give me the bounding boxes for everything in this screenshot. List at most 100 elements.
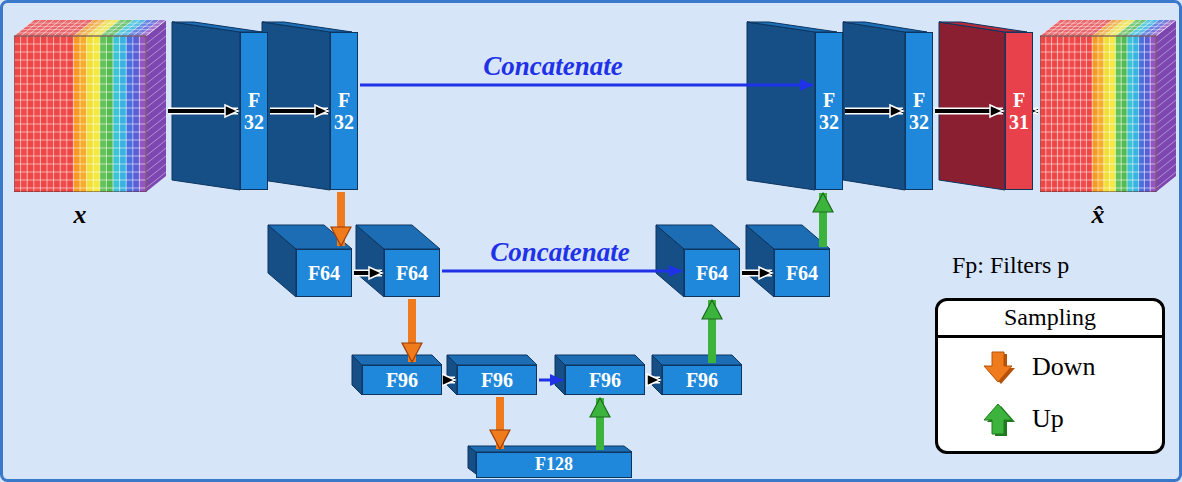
cube-grid: [1121, 20, 1141, 36]
cube-stripe: [60, 36, 67, 192]
cube-grid: [146, 60, 166, 76]
cube-grid: [86, 36, 87, 192]
cube-stripe: [87, 36, 94, 192]
cube-grid: [1063, 36, 1064, 192]
cube-grid: [1132, 36, 1133, 192]
box-top: [652, 355, 742, 365]
cube-grid: [1052, 20, 1072, 36]
conv-block: F32: [905, 32, 933, 190]
tensor-cube-drawing: [1040, 20, 1176, 192]
legend-divider: [938, 335, 1162, 338]
cube-grid: [1045, 36, 1046, 192]
tensor-label: x: [14, 201, 146, 230]
cube-stripe: [40, 36, 47, 192]
cube-grid: [146, 172, 166, 188]
conv-block: F64: [774, 249, 830, 297]
cube-grid: [1156, 68, 1176, 84]
cube-grid: [14, 172, 146, 173]
cube-grid: [33, 36, 34, 192]
flow-arrow: [354, 271, 382, 275]
cube-grid: [53, 36, 54, 192]
cube-stripe: [47, 36, 54, 192]
arrow-halo: [1035, 108, 1038, 115]
flow-arrow: [845, 109, 903, 113]
cube-grid: [14, 156, 146, 157]
cube-outline: [1040, 36, 1156, 192]
cube-stripe: [1057, 36, 1063, 192]
cube-grid: [1127, 36, 1128, 192]
cube-grid: [14, 92, 146, 93]
conv-block: F96: [662, 365, 742, 395]
cube-grid: [1144, 20, 1164, 36]
cube-grid: [26, 26, 158, 27]
cube-grid: [1156, 124, 1176, 140]
upsampling-arrow: [708, 300, 716, 363]
arrow-halo: [354, 270, 382, 277]
cube-grid: [146, 84, 166, 100]
box-side: [747, 22, 815, 190]
cube-grid: [1156, 108, 1176, 124]
cube-stripe: [1040, 36, 1046, 192]
arrow-halo: [935, 108, 1003, 115]
cube-grid: [1051, 36, 1052, 192]
cube-grid: [1057, 20, 1077, 36]
tensor-cube: x: [14, 20, 166, 230]
cube-grid: [139, 36, 140, 192]
edge-label: Concatenate: [490, 237, 630, 268]
filter-count: F32: [909, 89, 929, 133]
cube-stripe: [93, 36, 100, 192]
cube-grid: [1156, 148, 1176, 164]
cube-grid: [1074, 36, 1075, 192]
cube-grid: [1156, 140, 1176, 156]
conv-block: F32: [240, 32, 268, 190]
cube-grid: [1156, 116, 1176, 132]
icon-arrow: [984, 352, 1012, 382]
cube-grid: [1156, 84, 1176, 100]
cube-grid: [1081, 20, 1101, 36]
cube-grid: [1075, 20, 1095, 36]
cube-stripe: [1052, 36, 1058, 192]
cube-grid: [1156, 132, 1176, 148]
downsampling-arrow: [496, 397, 504, 449]
cube-grid: [146, 28, 166, 44]
cube-grid: [14, 124, 146, 125]
filter-count: F32: [244, 89, 264, 133]
cube-grid: [1040, 132, 1156, 133]
cube-grid: [146, 68, 166, 84]
cube-stripe: [34, 36, 41, 192]
cube-grid: [1040, 76, 1156, 77]
cube-grid: [1048, 29, 1164, 30]
cube-grid: [1133, 20, 1153, 36]
cube-grid: [1144, 36, 1145, 192]
cube-grid: [1040, 188, 1156, 189]
cube-stripe: [1081, 36, 1087, 192]
filter-count: F64: [396, 262, 428, 284]
edge-label: Concatenate: [483, 51, 623, 82]
box-side: [262, 22, 330, 190]
cube-grid: [1040, 44, 1156, 45]
cube-grid: [14, 52, 146, 53]
upsampling-arrow: [819, 193, 827, 247]
cube-grid: [1052, 26, 1168, 27]
flow-arrow: [168, 109, 238, 113]
box-top: [555, 355, 645, 365]
tensor-cube-drawing: [14, 20, 166, 192]
filter-count: F64: [696, 262, 728, 284]
cube-grid: [14, 180, 146, 181]
box-top: [447, 355, 537, 365]
filter-count: F31: [1009, 89, 1029, 133]
legend-box: SamplingDownUp: [935, 298, 1165, 454]
downsampling-arrow: [337, 192, 345, 246]
cube-grid: [1098, 36, 1099, 192]
cube-grid: [146, 108, 166, 124]
tensor-label: x̂: [1040, 201, 1156, 230]
cube-grid: [14, 148, 146, 149]
downsampling-arrow: [408, 299, 416, 362]
cube-grid: [1057, 36, 1058, 192]
cube-grid: [1040, 84, 1156, 85]
box-top: [656, 225, 740, 249]
cube-grid: [1156, 164, 1176, 180]
box-side: [939, 22, 1005, 190]
cube-grid: [146, 76, 166, 92]
conv-block: F128: [476, 452, 632, 478]
